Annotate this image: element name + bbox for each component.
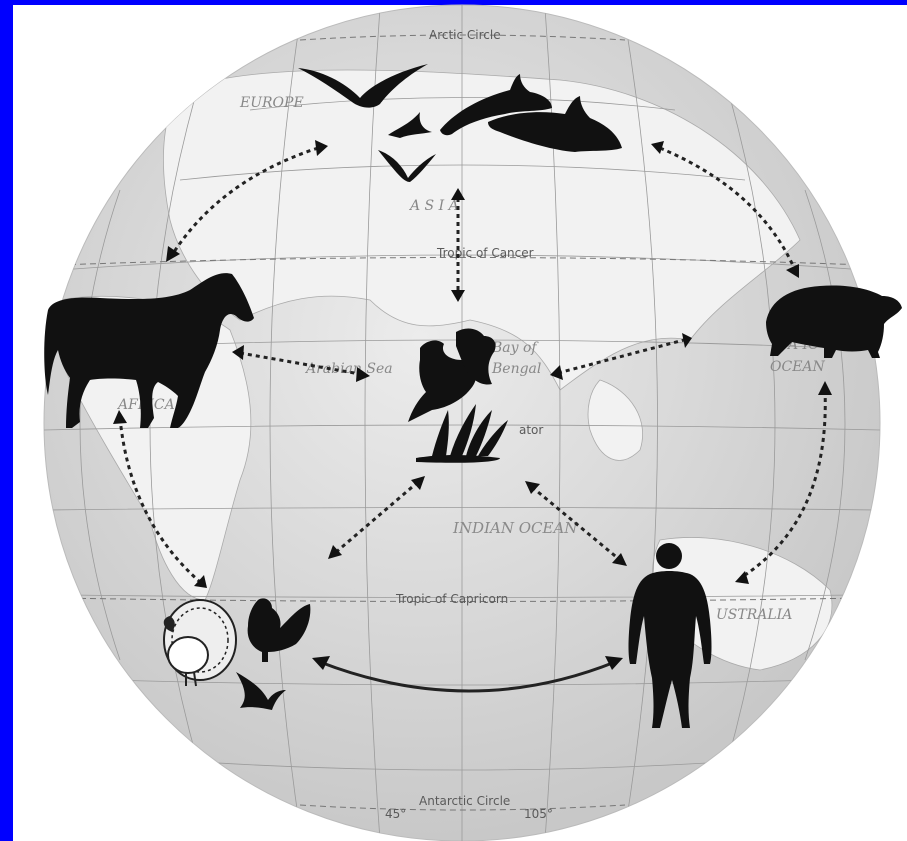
bengal-label: Bengal xyxy=(491,361,541,377)
equator-label: ator xyxy=(519,423,543,437)
arctic-circle-label: Arctic Circle xyxy=(429,28,501,42)
tropic-cancer-label: Tropic of Cancer xyxy=(436,246,534,260)
asia-label: A S I A xyxy=(408,198,459,214)
indian-ocean-label: INDIAN OCEAN xyxy=(452,519,578,537)
australia-label: USTRALIA xyxy=(716,607,792,623)
arabian-sea-label: Arabian Sea xyxy=(304,361,393,377)
ocean-label: OCEAN xyxy=(770,359,826,375)
antarctic-circle-label: Antarctic Circle xyxy=(419,794,510,808)
europe-label: EUROPE xyxy=(239,95,304,111)
tropic-capricorn-label: Tropic of Capricorn xyxy=(395,592,508,606)
longitude-45-label: 45° xyxy=(385,807,406,821)
pig-icon xyxy=(766,285,902,358)
longitude-105-label: 105° xyxy=(524,807,553,821)
bay-of-label: Bay of xyxy=(491,340,539,356)
